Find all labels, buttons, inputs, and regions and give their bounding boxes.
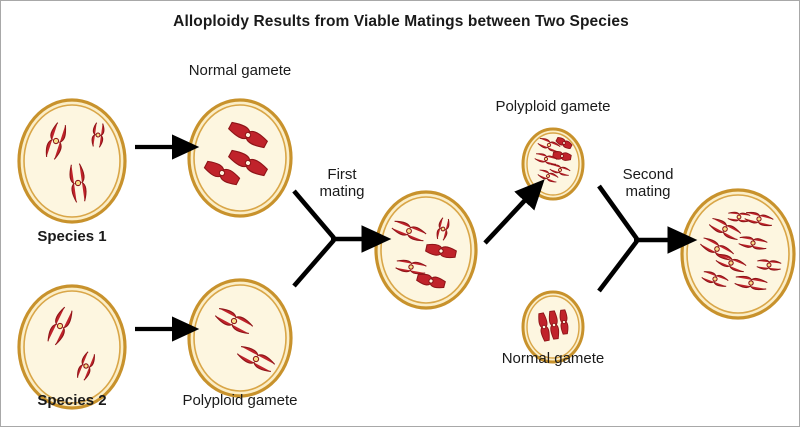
cell-hybrid bbox=[373, 189, 479, 311]
cell-normal-gamete-right bbox=[520, 289, 586, 365]
label-normal-gamete-top: Normal gamete bbox=[188, 62, 292, 79]
second-mating-line-1: Second bbox=[622, 166, 674, 183]
species-1-drawing bbox=[17, 98, 127, 224]
cell-polyploid-gamete-bottom bbox=[186, 277, 294, 399]
first-mating-line-1: First bbox=[327, 166, 357, 183]
hybrid-cell-drawing bbox=[374, 190, 478, 310]
allopolyploid-cell-drawing bbox=[680, 188, 796, 320]
arrow-second-mating bbox=[597, 184, 698, 293]
cell-normal-gamete-top bbox=[186, 97, 294, 219]
label-normal-gamete-right: Normal gamete bbox=[501, 350, 605, 367]
label-species-2: Species 2 bbox=[37, 392, 107, 409]
arrow-hybrid-to-polyploid bbox=[483, 179, 545, 245]
figure-title: Alloploidy Results from Viable Matings b… bbox=[173, 13, 629, 30]
label-polyploid-gamete-bottom: Polyploid gamete bbox=[182, 392, 298, 409]
polyploid-gamete-right-drawing bbox=[521, 127, 585, 201]
normal-gamete-right-drawing bbox=[521, 290, 585, 364]
cell-allopolyploid bbox=[679, 187, 797, 321]
label-polyploid-gamete-right: Polyploid gamete bbox=[495, 98, 611, 115]
species-2-drawing bbox=[17, 284, 127, 410]
label-first-mating: First mating bbox=[301, 166, 383, 201]
polyploid-gamete-bottom-drawing bbox=[187, 278, 293, 398]
normal-gamete-top-drawing bbox=[187, 98, 293, 218]
cell-species-2 bbox=[16, 283, 128, 411]
label-second-mating: Second mating bbox=[605, 166, 691, 201]
arrow-first-mating bbox=[292, 189, 392, 288]
label-species-1: Species 1 bbox=[37, 228, 107, 245]
second-mating-line-2: mating bbox=[625, 182, 671, 200]
cell-species-1 bbox=[16, 97, 128, 225]
first-mating-line-2: mating bbox=[319, 182, 365, 200]
cell-polyploid-gamete-right bbox=[520, 126, 586, 202]
